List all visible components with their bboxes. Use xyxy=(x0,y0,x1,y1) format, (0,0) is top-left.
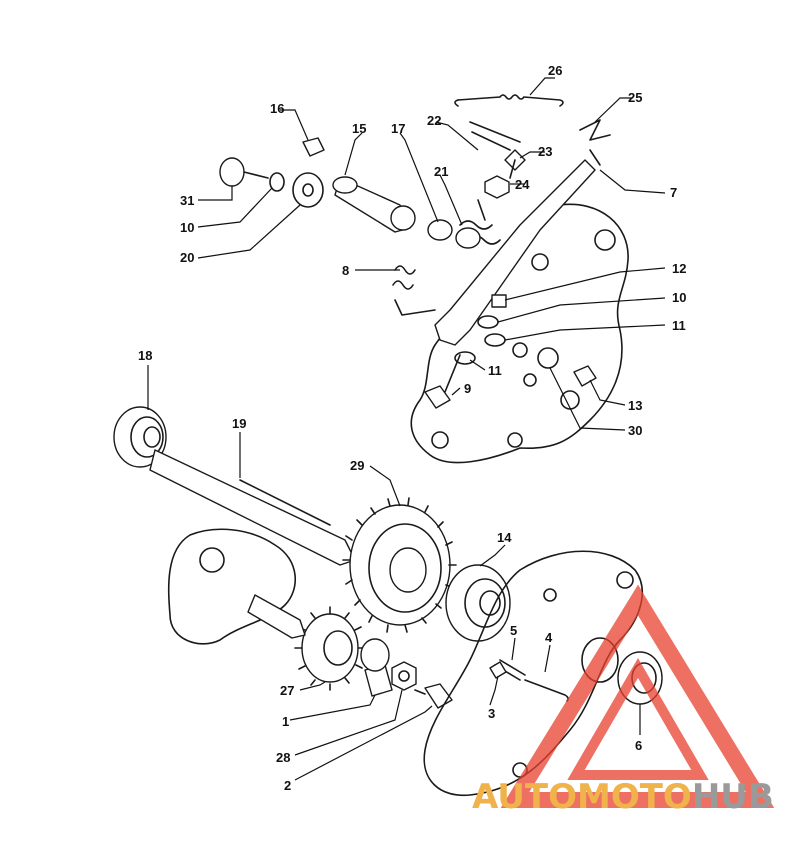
watermark-triangle xyxy=(500,584,775,808)
watermark-moto: MOTO xyxy=(577,777,692,817)
part-label-11b: 11 xyxy=(488,363,502,378)
main-shaft-19 xyxy=(149,449,356,566)
bearing-18 xyxy=(113,406,167,468)
bolt-9-shank xyxy=(444,354,461,393)
part-label-19: 19 xyxy=(232,416,246,431)
bolt-16 xyxy=(302,137,325,157)
washer-11a xyxy=(484,333,506,347)
pin-4 xyxy=(524,679,569,702)
part-label-9: 9 xyxy=(464,381,471,396)
washer-20 xyxy=(292,172,324,208)
leader-lines xyxy=(147,77,666,781)
watermark: AUTOMOTOHUB xyxy=(472,584,775,817)
part-3 xyxy=(489,661,507,679)
gear-29 xyxy=(342,497,457,633)
nut-28 xyxy=(391,661,417,691)
housing-boss-1 xyxy=(594,229,616,251)
watermark-hub: HUB xyxy=(692,777,774,817)
spring-8 xyxy=(392,265,436,316)
part-label-13: 13 xyxy=(628,398,642,413)
brake-lever-7 xyxy=(434,159,596,346)
part-label-22: 22 xyxy=(427,113,441,128)
housing-boss-4 xyxy=(507,432,523,448)
shaft-19-spline xyxy=(239,479,331,526)
washer-30 xyxy=(537,347,559,369)
part-label-2: 2 xyxy=(284,778,291,793)
part-label-11a: 11 xyxy=(672,318,686,333)
rod-22 xyxy=(469,121,521,151)
bushing-17 xyxy=(427,219,453,241)
watermark-text: AUTOMOTOHUB xyxy=(472,777,774,817)
housing-boss-2 xyxy=(531,253,549,271)
part-label-28: 28 xyxy=(276,750,290,765)
part-labels: 26 25 16 15 17 22 23 24 21 7 31 10 20 8 … xyxy=(138,63,686,793)
bolt-13 xyxy=(573,365,597,387)
collar-21 xyxy=(455,227,481,249)
spring-26 xyxy=(457,94,564,107)
left-housing-boss xyxy=(199,547,225,573)
part-label-15: 15 xyxy=(352,121,366,136)
part-label-7: 7 xyxy=(670,185,677,200)
bolt-9-head xyxy=(424,385,451,409)
upper-assembly xyxy=(219,94,629,464)
nut-28-hole xyxy=(398,670,410,682)
part-label-30: 30 xyxy=(628,423,642,438)
right-housing-boss-1 xyxy=(616,571,634,589)
part-label-18: 18 xyxy=(138,348,152,363)
bolt-2-shank xyxy=(414,689,426,695)
washer-10b xyxy=(477,315,499,329)
part-label-8: 8 xyxy=(342,263,349,278)
bolt-31-shank xyxy=(243,171,269,179)
collar-1-ring xyxy=(360,638,390,672)
part-label-29: 29 xyxy=(350,458,364,473)
seal-bore xyxy=(581,637,619,683)
lower-assembly xyxy=(113,406,663,797)
lever-tip xyxy=(589,149,601,166)
bush-12 xyxy=(491,294,507,308)
watermark-auto: AUTO xyxy=(472,777,577,817)
part-label-24: 24 xyxy=(515,177,530,192)
washer-10a xyxy=(269,172,285,192)
part-label-26: 26 xyxy=(548,63,562,78)
part-label-5: 5 xyxy=(510,623,517,638)
part-label-27: 27 xyxy=(280,683,294,698)
bolt-2 xyxy=(424,683,453,709)
part-label-6: 6 xyxy=(635,738,642,753)
housing-boss-5 xyxy=(431,431,449,449)
spline-shaft xyxy=(247,594,306,639)
part-label-10a: 10 xyxy=(180,220,194,235)
part-label-23: 23 xyxy=(538,144,552,159)
part-label-4: 4 xyxy=(545,630,553,645)
left-housing xyxy=(167,528,297,645)
bearing-14 xyxy=(445,564,511,642)
washer-11b xyxy=(454,351,476,365)
part-label-16: 16 xyxy=(270,101,284,116)
shaft-15-arm xyxy=(390,205,416,231)
shaft-15-end xyxy=(332,176,358,194)
part-label-20: 20 xyxy=(180,250,194,265)
part-label-14: 14 xyxy=(497,530,512,545)
washer-small xyxy=(512,342,528,358)
part-label-10b: 10 xyxy=(672,290,686,305)
spring-26-hook xyxy=(454,99,459,107)
part-label-21: 21 xyxy=(434,164,448,179)
nut-24 xyxy=(484,175,510,199)
washer-20-hole xyxy=(302,183,314,197)
part-label-12: 12 xyxy=(672,261,686,276)
bolt-31-head xyxy=(219,157,245,187)
part-label-31: 31 xyxy=(180,193,194,208)
rod-25 xyxy=(579,119,611,141)
gear-27 xyxy=(294,606,366,691)
bolt-23-shank xyxy=(509,159,516,179)
part-label-25: 25 xyxy=(628,90,642,105)
part-label-3: 3 xyxy=(488,706,495,721)
housing-boss-6 xyxy=(523,373,537,387)
housing-boss-3 xyxy=(560,390,580,410)
part-label-1: 1 xyxy=(282,714,289,729)
right-housing-boss-2 xyxy=(543,588,557,602)
part-label-17: 17 xyxy=(391,121,405,136)
